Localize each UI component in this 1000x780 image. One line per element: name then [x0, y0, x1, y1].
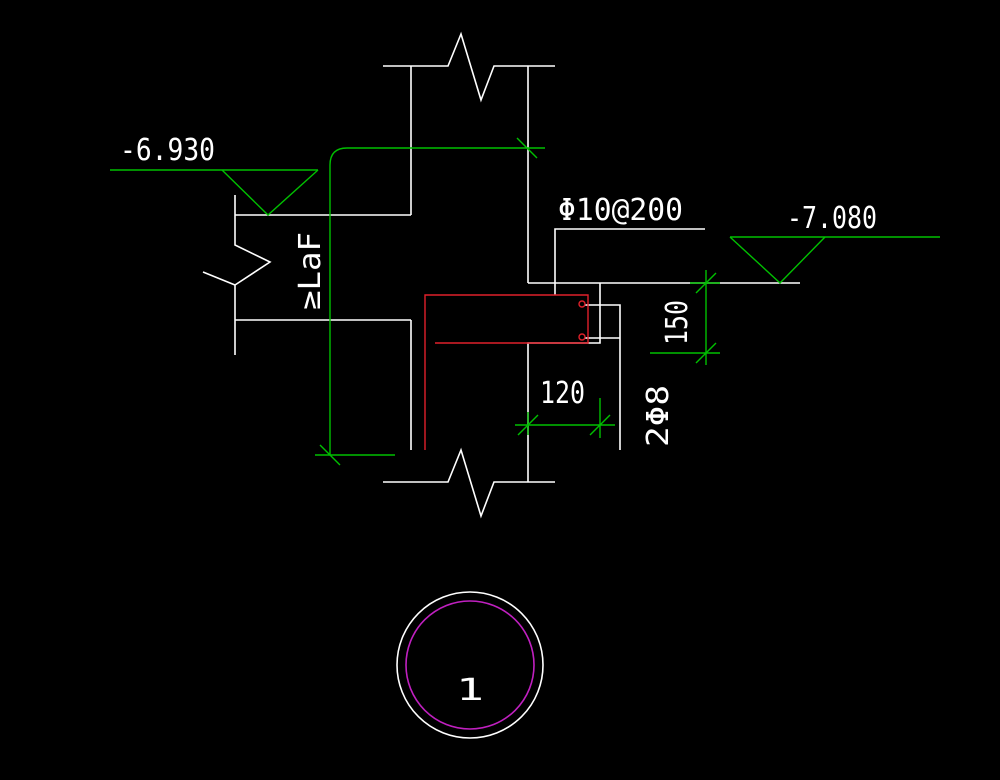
elevation-label-right: -7.080 [787, 201, 877, 236]
stirrup-leader [554, 228, 705, 295]
dim-label-150: 150 [660, 300, 695, 345]
elevation-marker-left [110, 169, 319, 216]
bottom-break-line [383, 447, 555, 519]
detail-circle-outer [396, 591, 544, 739]
stirrup-label: Φ10@200 [558, 193, 683, 228]
bars-label: 2Φ8 [641, 385, 676, 447]
red-bent-bar [424, 294, 589, 450]
beam-rebar [424, 294, 589, 450]
bars-leader [585, 304, 621, 450]
anchor-length-label: ≥LaF [293, 232, 328, 310]
top-break-line [383, 31, 555, 103]
anchorage-rebar [315, 137, 545, 466]
detail-number-bubble: 1 [396, 591, 544, 739]
dim-120 [515, 398, 615, 438]
detail-circle-inner [405, 600, 535, 730]
bar-dot-top [578, 300, 586, 308]
elevation-marker-right [729, 236, 940, 284]
dim-label-120: 120 [540, 376, 585, 411]
elevation-label-left: -6.930 [120, 133, 215, 168]
bar-dot-bottom [578, 333, 586, 341]
dim-150 [650, 270, 720, 365]
slab-left-break-line [202, 195, 272, 355]
detail-number: 1 [456, 673, 484, 708]
